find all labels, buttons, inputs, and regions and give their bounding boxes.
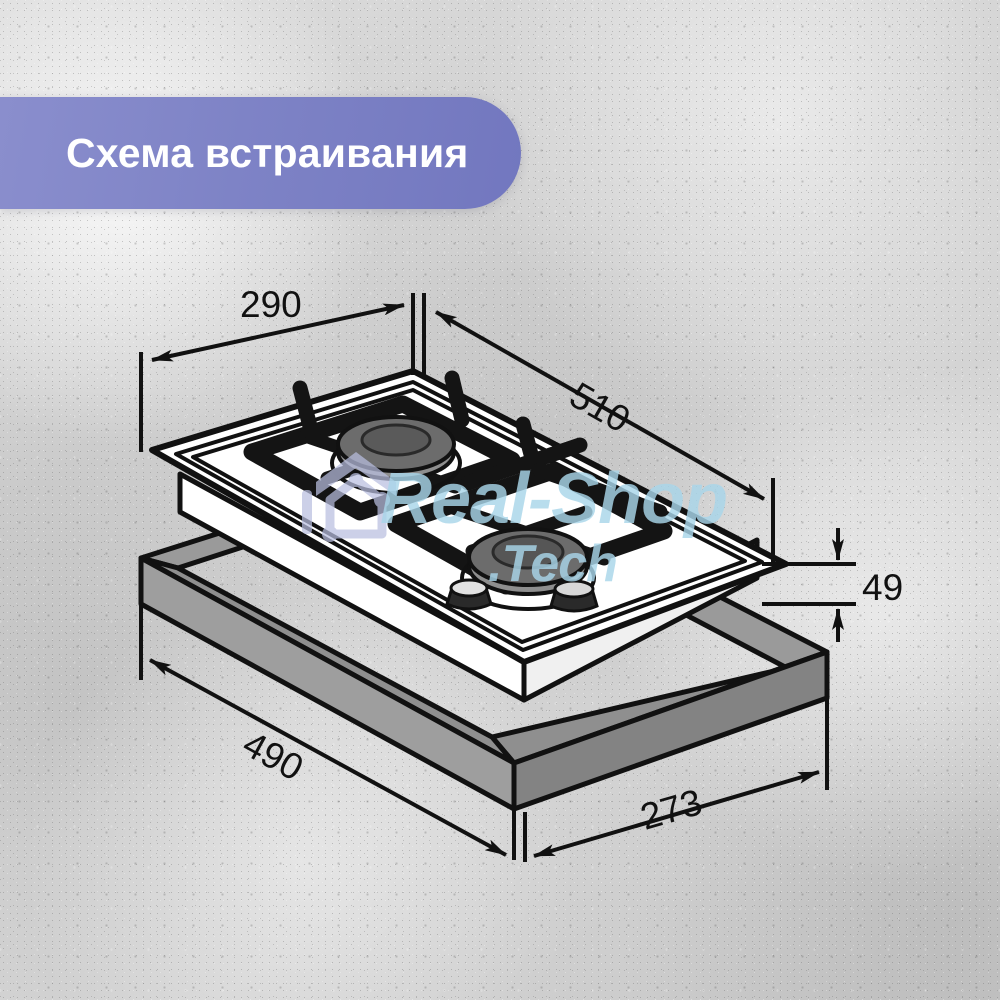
dimension-510-label: 510 <box>563 374 637 440</box>
dimension-273-label: 273 <box>636 781 707 837</box>
dimension-290-label: 290 <box>240 284 302 325</box>
dimension-290: 290 <box>139 284 415 452</box>
dimension-490-label: 490 <box>236 723 310 789</box>
burner-front <box>460 527 596 611</box>
dimension-49: 49 <box>762 528 903 642</box>
control-knob-right <box>549 579 599 613</box>
title-badge-label: Схема встраивания <box>66 129 469 176</box>
title-badge: Схема встраивания <box>0 97 521 209</box>
control-knob-left <box>445 578 493 611</box>
dimension-49-label: 49 <box>862 567 903 608</box>
